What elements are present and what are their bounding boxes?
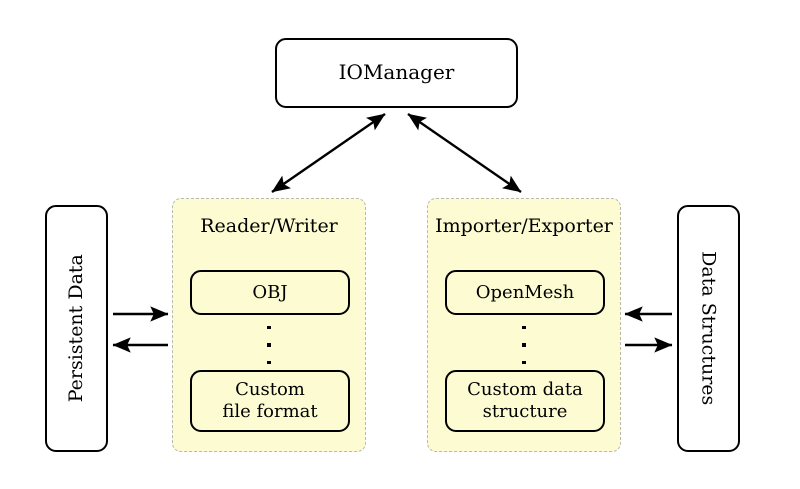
group-reader-writer[interactable]: Reader/Writer OBJ Custom file format bbox=[172, 198, 366, 452]
arrow-iomanager-reader-writer bbox=[271, 113, 386, 193]
vertical-dots-icon bbox=[428, 326, 620, 364]
node-obj[interactable]: OBJ bbox=[190, 270, 350, 315]
dot bbox=[522, 360, 526, 364]
group-reader-writer-title: Reader/Writer bbox=[200, 215, 338, 237]
node-data-structures-label: Data Structures bbox=[697, 251, 720, 406]
node-custom-file-format[interactable]: Custom file format bbox=[190, 370, 350, 432]
dot bbox=[522, 343, 526, 347]
dot bbox=[522, 326, 526, 330]
vertical-dots-icon bbox=[173, 326, 365, 364]
dot bbox=[267, 326, 271, 330]
dot bbox=[267, 360, 271, 364]
node-data-structures[interactable]: Data Structures bbox=[677, 205, 740, 452]
node-iomanager-label: IOManager bbox=[338, 60, 455, 85]
node-obj-label: OBJ bbox=[252, 281, 288, 303]
node-custom-file-format-label: Custom file format bbox=[222, 379, 318, 422]
group-importer-exporter[interactable]: Importer/Exporter OpenMesh Custom data s… bbox=[427, 198, 621, 452]
node-openmesh[interactable]: OpenMesh bbox=[445, 270, 605, 315]
dot bbox=[267, 343, 271, 347]
node-custom-data-structure[interactable]: Custom data structure bbox=[445, 370, 605, 432]
node-iomanager[interactable]: IOManager bbox=[275, 38, 518, 108]
node-persistent-data[interactable]: Persistent Data bbox=[45, 205, 108, 452]
node-custom-data-structure-label: Custom data structure bbox=[467, 379, 583, 422]
group-importer-exporter-title: Importer/Exporter bbox=[435, 215, 613, 237]
arrow-iomanager-importer-exporter bbox=[407, 113, 522, 193]
node-openmesh-label: OpenMesh bbox=[475, 281, 575, 303]
node-persistent-data-label: Persistent Data bbox=[65, 254, 88, 403]
